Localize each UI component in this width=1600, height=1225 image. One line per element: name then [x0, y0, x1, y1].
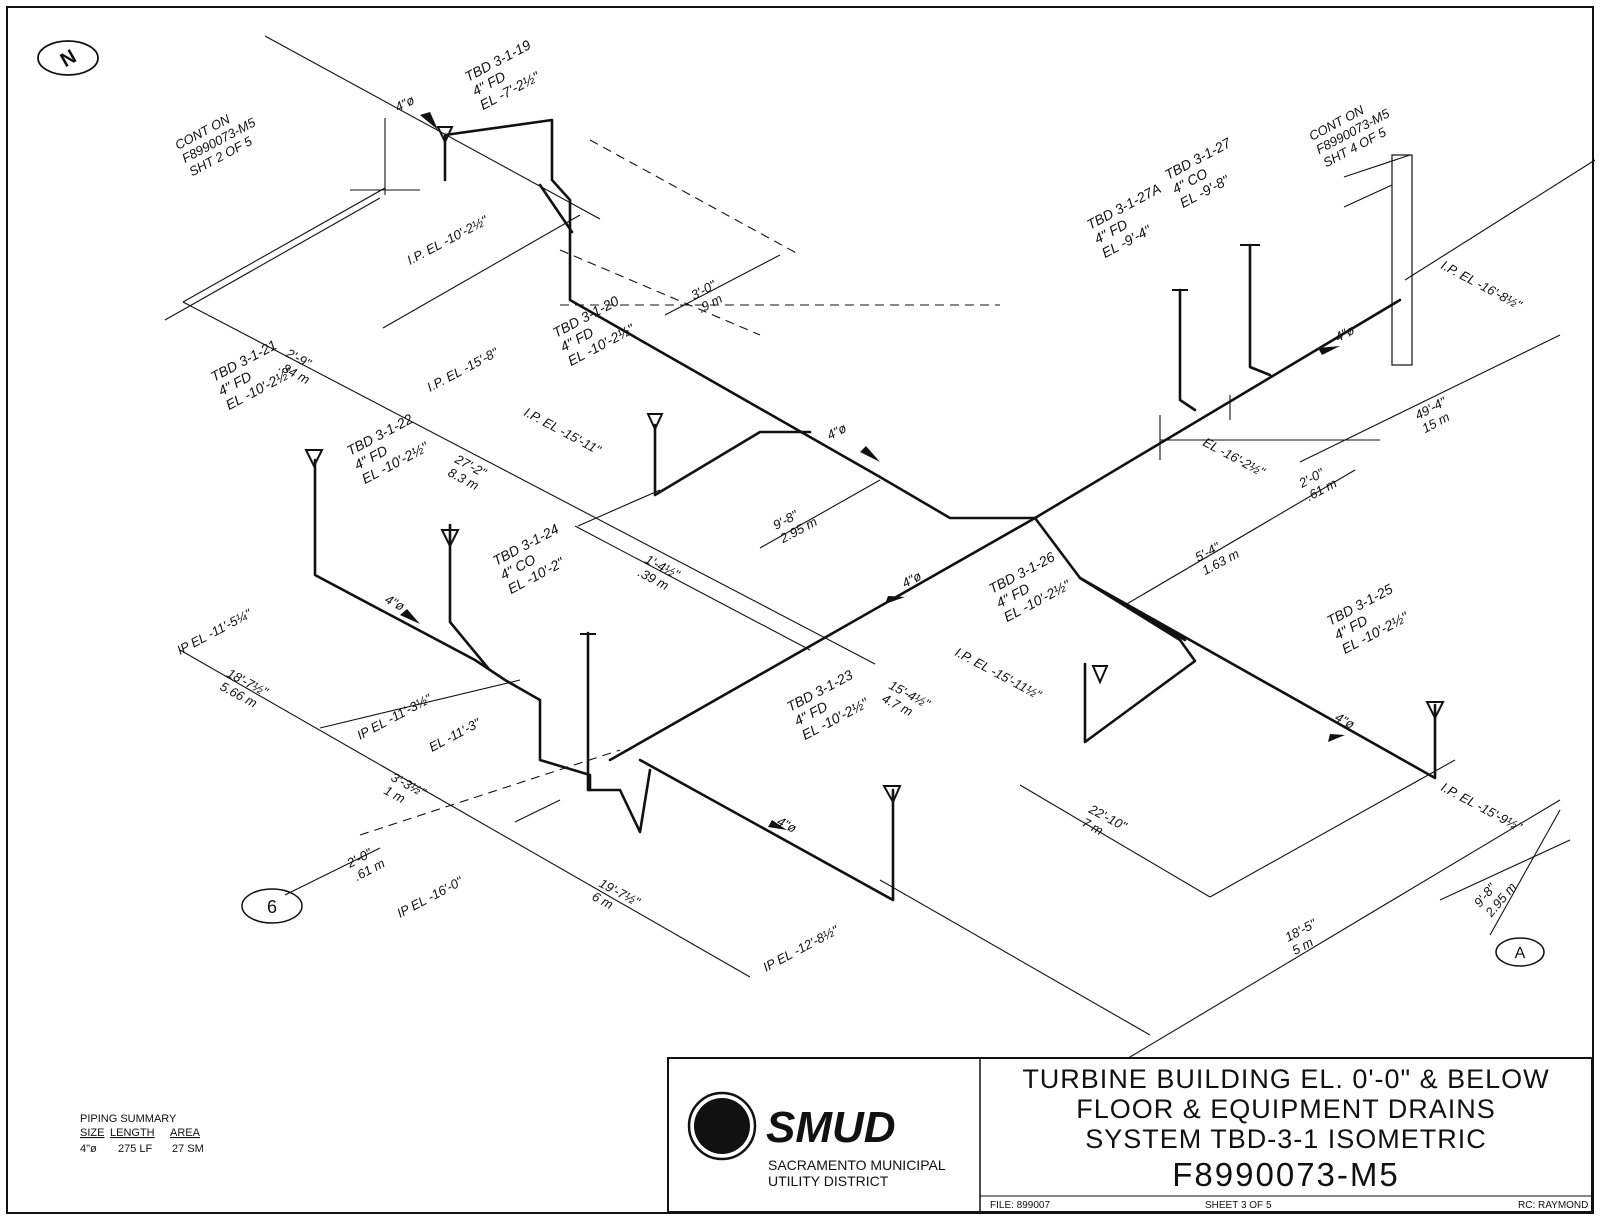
- drain-tag: TBD 3-1-27 4" CO EL -9'-8": [1162, 134, 1234, 211]
- dimension: 3'-0" .9 m: [688, 277, 725, 316]
- drain-tag: TBD 3-1-25 4" FD EL -10'-2½": [1324, 580, 1412, 656]
- drain-tag: TBD 3-1-19 4" FD EL -7'-2½": [462, 36, 543, 112]
- invert-label: EL -11'-3": [426, 715, 483, 755]
- flow-arrows: [400, 112, 1345, 830]
- north-arrow-icon: N: [37, 40, 99, 76]
- dimension: 18'-5" 5 m: [1282, 915, 1320, 958]
- piping-summary-title: PIPING SUMMARY: [80, 1113, 177, 1125]
- drawn-by: RC: RAYMOND: [1518, 1200, 1588, 1211]
- grid-marker-a: A: [1495, 937, 1545, 967]
- invert-label: I.P. EL -10'-2½": [404, 212, 491, 268]
- drawing-title-line3: SYSTEM TBD-3-1 ISOMETRIC: [1085, 1124, 1487, 1154]
- pipe-size-label: 4"ø: [383, 591, 408, 614]
- dimension: 5'-4" 1.63 m: [1192, 539, 1241, 578]
- pipe-size-labels: 4"ø 4"ø 4"ø 4"ø 4"ø 4"ø 4"ø: [383, 92, 1358, 836]
- logo-text: SMUD: [766, 1103, 896, 1152]
- invert-label: EL -16'-2½": [1201, 434, 1269, 480]
- dimension: 2'-0" .61 m: [343, 845, 387, 884]
- file-number: FILE: 899007: [990, 1200, 1050, 1211]
- pipe-size-label: 4"ø: [1332, 322, 1357, 345]
- dimension: 3'-3½" 1 m: [382, 769, 430, 806]
- cleanout-caps: [580, 244, 1260, 635]
- pipe-size-label: 4"ø: [1333, 709, 1358, 732]
- piping-summary-header: LENGTH: [110, 1127, 155, 1139]
- invert-label: I.P. EL -15'-11": [522, 404, 605, 458]
- dimension-lines: [164, 35, 1596, 1061]
- piping-summary-cell: 275 LF: [118, 1143, 153, 1155]
- drain-symbols: [304, 126, 1445, 805]
- drain-tag: TBD 3-1-23 4" FD EL -10'-2½": [784, 666, 872, 742]
- piping-summary-header: AREA: [170, 1127, 201, 1139]
- drawing-number: F8990073-M5: [1172, 1156, 1399, 1193]
- pipe-size-label: 4"ø: [775, 813, 800, 836]
- dimension: 22'-10" 7 m: [1080, 801, 1131, 838]
- invert-label: I.P. EL -16'-8½": [1439, 257, 1526, 313]
- dimension: 18'-7½" 5.66 m: [218, 665, 272, 710]
- piping-summary-cell: 4"ø: [80, 1143, 97, 1155]
- dimension: 27'-2" 8.3 m: [446, 451, 491, 493]
- invert-label: IP EL -16'-0": [394, 873, 466, 921]
- pipe-size-label: 4"ø: [392, 92, 417, 115]
- invert-label: I.P. EL -15'-9½": [1439, 779, 1526, 835]
- piping-summary: PIPING SUMMARY SIZE LENGTH AREA 4"ø 275 …: [80, 1113, 204, 1155]
- grid-marker-label: 6: [267, 897, 277, 917]
- invert-label: I.P. EL -15'-8": [424, 344, 501, 395]
- org-name-line1: SACRAMENTO MUNICIPAL: [768, 1157, 946, 1173]
- invert-label: IP EL -11'-5¼": [174, 605, 255, 657]
- drain-tag: TBD 3-1-24 4" CO EL -10'-2": [490, 520, 567, 596]
- invert-label: I.P. EL -15'-11½": [953, 644, 1045, 703]
- continuation-note-sht4: CONT ON F8990073-M5 SHT 4 OF 5: [1306, 102, 1392, 170]
- pipe-size-label: 4"ø: [824, 420, 849, 443]
- dimension: 19'-7½" 6 m: [590, 875, 644, 912]
- grid-marker-6: 6: [241, 888, 303, 924]
- pipe-network: [313, 118, 1437, 902]
- org-name-line2: UTILITY DISTRICT: [768, 1173, 889, 1189]
- drain-tag: TBD 3-1-26 4" FD EL -10'-2½": [986, 548, 1074, 624]
- drain-tag: TBD 3-1-22 4" FD EL -10'-2½": [344, 410, 432, 486]
- grid-marker-label: A: [1515, 945, 1526, 962]
- dimension: 49'-4" 15 m: [1412, 393, 1452, 436]
- drawing-title-line2: FLOOR & EQUIPMENT DRAINS: [1076, 1094, 1496, 1124]
- dimension: 1'-4½" .39 m: [636, 551, 684, 593]
- title-block: SMUD SACRAMENTO MUNICIPAL UTILITY DISTRI…: [667, 1057, 1593, 1213]
- smud-logo: SMUD: [687, 1091, 896, 1161]
- dimension: 9'-8" 2.95 m: [1471, 879, 1520, 920]
- dimension: 2'-0" .61 m: [1295, 465, 1339, 504]
- dimension: 15'-4½" 4.7 m: [880, 677, 934, 719]
- dimension: 9'-8" 2.95 m: [770, 507, 819, 547]
- north-label: N: [57, 46, 81, 72]
- piping-summary-cell: 27 SM: [172, 1143, 204, 1155]
- invert-label: IP EL -12'-8½": [760, 922, 842, 975]
- piping-summary-header: SIZE: [80, 1127, 104, 1139]
- continuation-note-sht2: CONT ON F8990073-M5 SHT 2 OF 5: [172, 111, 258, 179]
- drain-tag: TBD 3-1-27A 4" FD EL -9'-4": [1084, 180, 1164, 261]
- sheet-number: SHEET 3 OF 5: [1205, 1200, 1272, 1211]
- pipe-size-label: 4"ø: [899, 568, 924, 591]
- drawing-title-line1: TURBINE BUILDING EL. 0'-0" & BELOW: [1022, 1064, 1549, 1094]
- drain-tag: TBD 3-1-20 4" FD EL -10'-2½": [550, 292, 638, 368]
